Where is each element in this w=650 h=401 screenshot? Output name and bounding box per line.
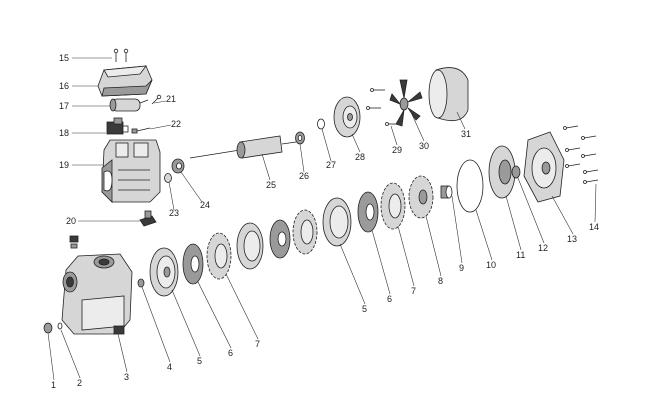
impeller-6 (182, 243, 204, 285)
label-21: 21 (166, 94, 176, 104)
label-13: 13 (567, 234, 577, 244)
part-labels: 15 16 17 18 19 20 21 22 23 24 25 26 27 2… (51, 53, 599, 390)
drain-plug-1 (43, 322, 53, 334)
screws-29 (366, 88, 400, 126)
label-17: 17 (59, 101, 69, 111)
label-23: 23 (169, 208, 179, 218)
label-29: 29 (392, 145, 402, 155)
label-5: 5 (197, 356, 202, 366)
impeller-6b (357, 191, 379, 233)
label-7: 7 (255, 339, 260, 349)
label-1: 1 (51, 380, 56, 390)
washer-26 (295, 131, 305, 145)
bearing-24 (171, 158, 185, 174)
label-24: 24 (200, 200, 210, 210)
oring-2 (57, 322, 63, 330)
pump-housing-3 (61, 253, 133, 335)
label-7b: 7 (411, 286, 416, 296)
label-5b: 5 (362, 304, 367, 314)
label-20: 20 (66, 216, 76, 226)
label-6b: 6 (387, 294, 392, 304)
seal-plate-11 (488, 145, 516, 199)
label-25: 25 (266, 180, 276, 190)
motor-flange-28 (333, 96, 361, 138)
label-16: 16 (59, 81, 69, 91)
label-3: 3 (124, 372, 129, 382)
spacer-9 (440, 185, 453, 199)
diffuser-5 (149, 247, 179, 297)
stage-c (292, 209, 318, 255)
label-18: 18 (59, 128, 69, 138)
fan-cover-31 (428, 67, 469, 122)
stage-ring-7b (380, 182, 406, 230)
label-8: 8 (438, 276, 443, 286)
terminal-box-cover-16 (97, 65, 153, 97)
cap-foot-20 (139, 210, 157, 227)
label-22: 22 (171, 119, 181, 129)
bearing-cap-23 (164, 173, 172, 183)
motor-housing-19 (101, 139, 161, 203)
label-30: 30 (419, 141, 429, 151)
rear-flange-13 (523, 131, 565, 203)
terminal-block-18 (106, 117, 129, 135)
cable-clamp-21 (151, 94, 162, 105)
label-15: 15 (59, 53, 69, 63)
mechanical-seal-12 (511, 165, 521, 179)
label-28: 28 (355, 152, 365, 162)
label-4: 4 (167, 362, 172, 372)
screw-22 (131, 127, 151, 134)
capacitor-17 (109, 98, 149, 112)
stage-a (236, 222, 264, 270)
impeller-8 (408, 175, 434, 219)
label-11: 11 (516, 250, 525, 260)
label-10: 10 (486, 260, 496, 270)
leader-lines (47, 57, 597, 381)
screws-15 (113, 48, 129, 62)
oring-10 (456, 159, 484, 213)
label-14: 14 (589, 222, 599, 232)
label-12: 12 (538, 243, 548, 253)
label-27: 27 (326, 160, 336, 170)
screws-14 (563, 125, 599, 184)
diffuser-5b (322, 197, 352, 247)
label-26: 26 (299, 171, 309, 181)
seal-4 (137, 278, 145, 288)
label-2: 2 (77, 378, 82, 388)
label-19: 19 (59, 160, 69, 170)
cooling-fan-30 (389, 79, 423, 127)
plug-top (69, 235, 79, 249)
oring-27 (317, 118, 325, 130)
label-6: 6 (228, 348, 233, 358)
label-31: 31 (461, 129, 471, 139)
rotor-shaft-25 (189, 135, 297, 159)
stage-b (269, 219, 291, 259)
label-9: 9 (459, 263, 464, 273)
stage-ring-7 (206, 232, 232, 280)
